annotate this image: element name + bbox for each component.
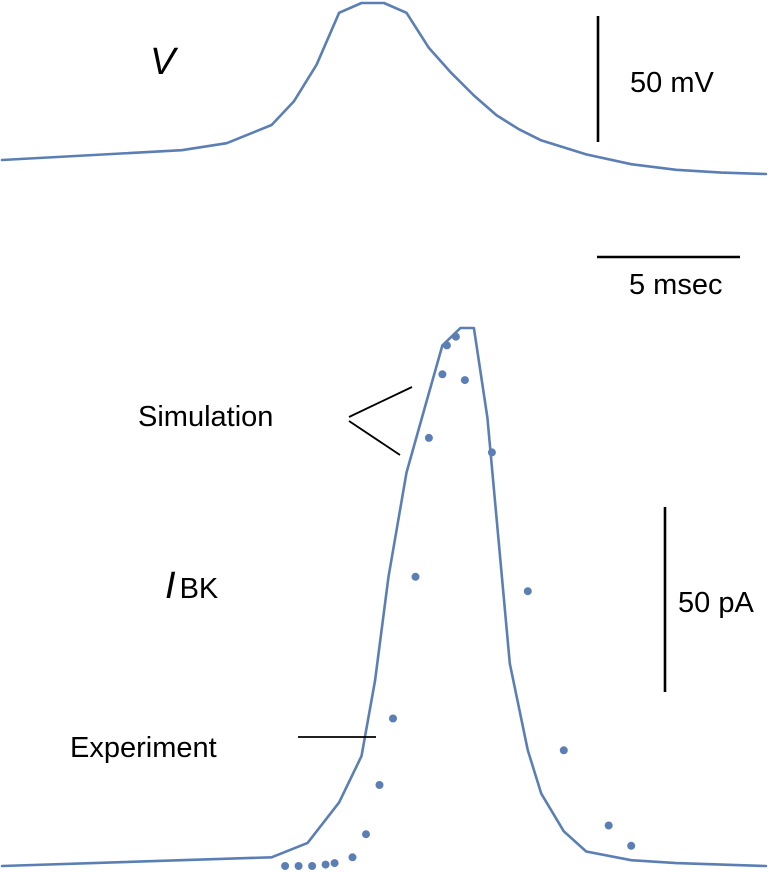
- voltage-label: V: [150, 41, 179, 83]
- simulation-point: [330, 859, 339, 868]
- simulation-point: [604, 821, 613, 830]
- voltage-panel: V 50 mV 5 msec: [0, 1, 768, 301]
- simulation-point: [281, 862, 290, 870]
- simulation-point: [523, 587, 532, 596]
- experiment-annotation: Experiment: [70, 732, 217, 764]
- simulation-point: [362, 830, 370, 839]
- simulation-pointer-upper: [348, 386, 413, 418]
- simulation-point: [308, 862, 317, 870]
- simulation-point: [424, 433, 433, 442]
- simulation-point: [487, 448, 496, 457]
- simulation-point: [348, 853, 357, 862]
- current-label-subscript: BK: [180, 573, 219, 605]
- current-label-main: I: [165, 565, 176, 607]
- voltage-trace: [0, 1, 768, 176]
- simulation-point: [442, 341, 451, 350]
- simulation-point: [460, 376, 469, 385]
- simulation-point: [294, 862, 303, 870]
- simulation-point: [389, 714, 397, 723]
- simulation-point: [321, 860, 330, 869]
- simulation-point: [627, 841, 636, 850]
- voltage-scale-bar-label: 50 mV: [630, 67, 714, 99]
- simulation-annotation: Simulation: [138, 401, 273, 433]
- experiment-trace: [0, 326, 768, 868]
- simulation-pointer-lower: [348, 420, 401, 456]
- simulation-points: [281, 332, 636, 870]
- time-scale-bar-label: 5 msec: [629, 269, 722, 301]
- simulation-point: [411, 572, 420, 581]
- current-scale-bar-label: 50 pA: [678, 587, 754, 619]
- simulation-point: [559, 746, 568, 755]
- simulation-point: [438, 370, 447, 379]
- simulation-point: [451, 332, 460, 341]
- simulation-point: [375, 781, 384, 789]
